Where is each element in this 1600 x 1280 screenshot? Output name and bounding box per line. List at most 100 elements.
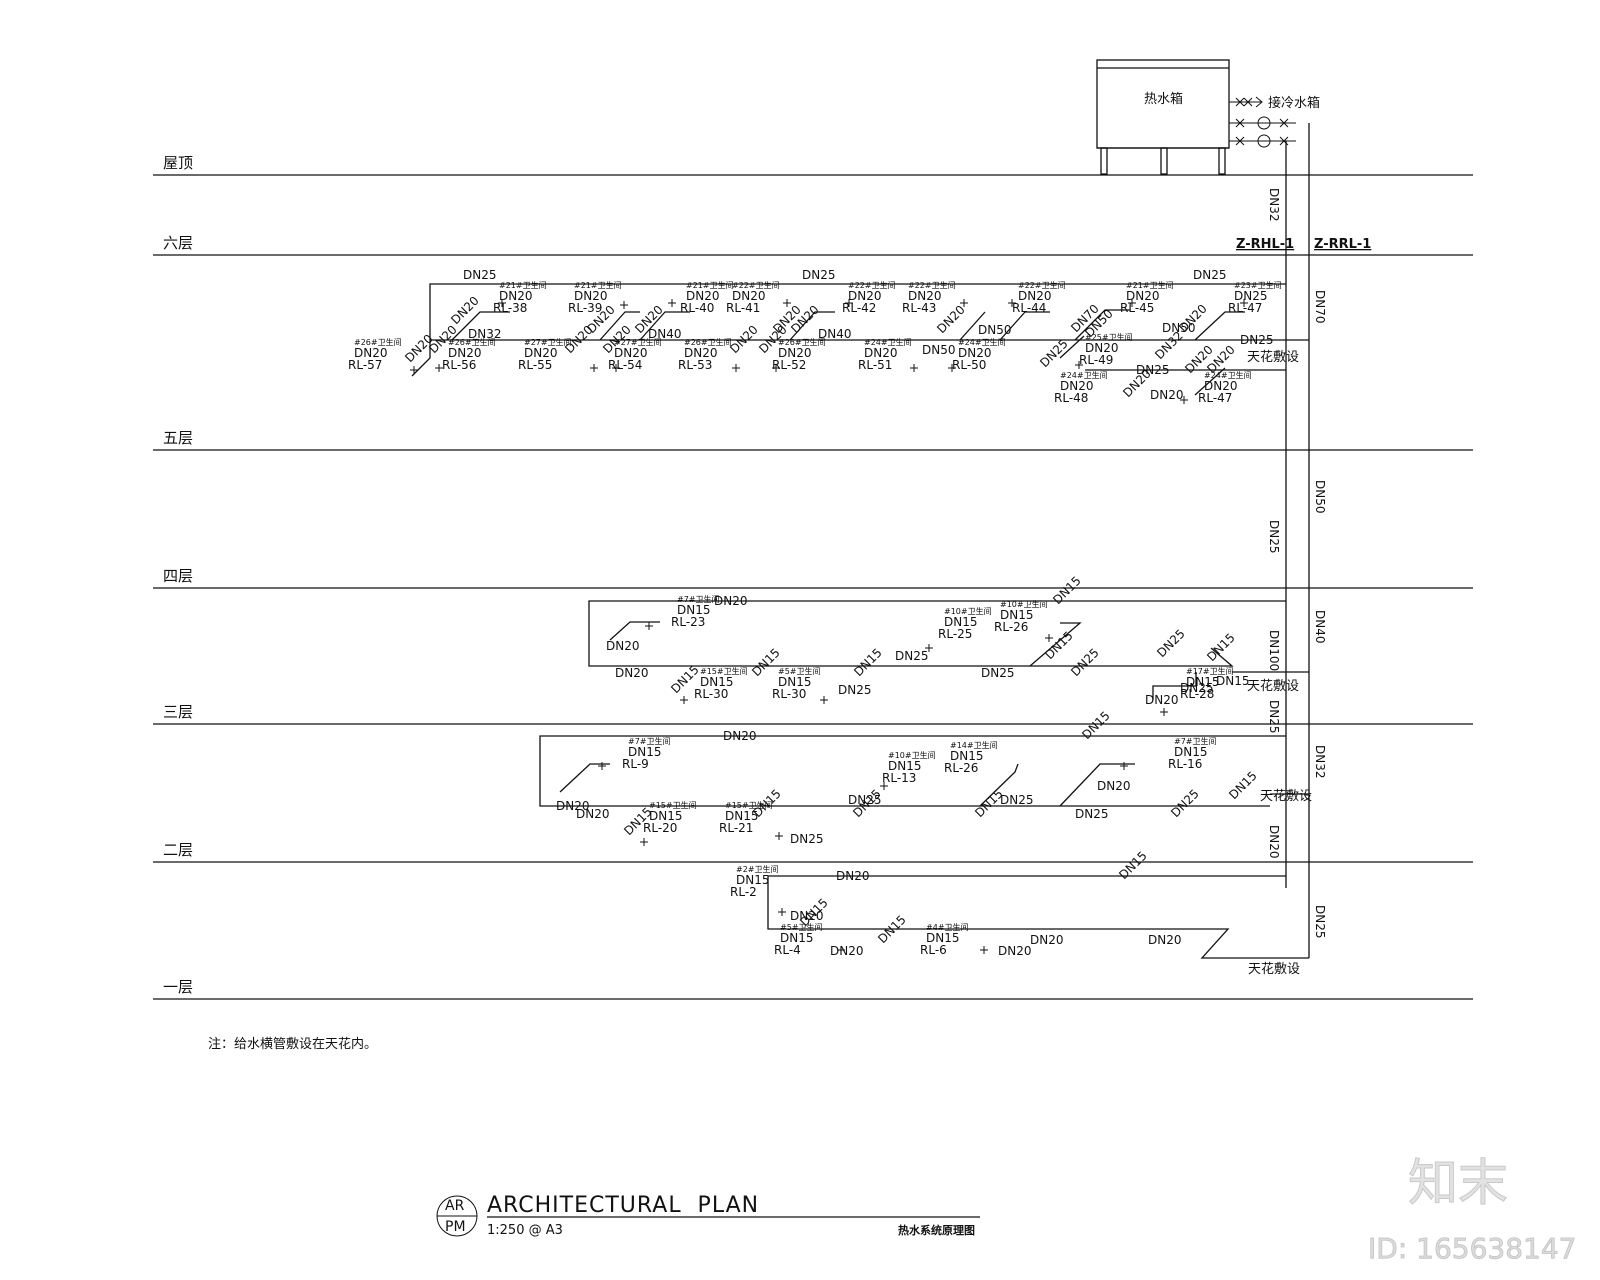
fixture-code: #15#卫生间 (649, 800, 697, 810)
valve-stub-icon (880, 782, 888, 790)
fixture-riser-id: RL-28 (1180, 687, 1214, 701)
fixture-code: #17#卫生间 (1186, 666, 1234, 676)
valve-stub-icon (980, 946, 988, 954)
fixture-size: DN20 (354, 346, 388, 360)
valve-stub-icon (772, 364, 780, 372)
fixture-riser-id: RL-23 (671, 615, 705, 629)
floor-label-roof: 屋顶 (163, 154, 193, 172)
fixture-size: DN15 (1000, 608, 1034, 622)
fixture-riser-id: RL-42 (842, 301, 876, 315)
ceiling-note: 天花敷设 (1260, 788, 1312, 804)
pipe-size-label: DN20 (576, 807, 610, 821)
floor-lines (153, 174, 1473, 1000)
pipe-size-label: DN20 (714, 594, 748, 608)
pipe-size-label: DN25 (1154, 627, 1188, 661)
valve-stub-icon (612, 364, 620, 372)
pipe-size-label: DN25 (1180, 681, 1214, 695)
pipe-size-label: DN20 (934, 303, 968, 337)
fixture-riser-id: RL-4 (774, 943, 801, 957)
pipe-size-label: DN20 (1030, 933, 1064, 947)
pipe-size-label: DN50 (1162, 321, 1196, 335)
pipe-size-label: DN25 (1240, 333, 1274, 347)
floor-label-4: 四层 (163, 567, 193, 585)
fixture-size: DN20 (448, 346, 482, 360)
valve-stub-icon (925, 644, 933, 652)
fixture-code: #22#卫生间 (732, 280, 780, 290)
fixture-riser-id: RL-38 (493, 301, 527, 315)
fixture-code: #7#卫生间 (677, 594, 720, 604)
fixture-code: #7#卫生间 (1174, 736, 1217, 746)
fixture-riser-id: RL-30 (694, 687, 728, 701)
fixture-code: #5#卫生间 (778, 666, 821, 676)
risers: Z-RHL-1 Z-RRL-1 (1236, 123, 1371, 958)
pipe-size-label: DN20 (1150, 388, 1184, 402)
fixture-code: #27#卫生间 (524, 337, 572, 347)
pipe-size-label: DN20 (448, 294, 482, 328)
pipe-size-label: DN70 (1313, 290, 1327, 324)
floor-label-1: 一层 (163, 978, 193, 996)
fixture-size: DN20 (1126, 289, 1160, 303)
valve-stub-icon (1045, 634, 1053, 642)
fixture-code: #22#卫生间 (908, 280, 956, 290)
pipe-size-label: DN40 (1313, 610, 1327, 644)
valve-stub-icon (680, 696, 688, 704)
fixture-riser-id: RL-2 (730, 885, 757, 899)
pipe-size-label: DN20 (556, 799, 590, 813)
fixture-riser-id: RL-47 (1228, 301, 1262, 315)
valve-stub-icon (498, 299, 506, 307)
fixture-code: #26#卫生间 (684, 337, 732, 347)
pipe-size-label: DN20 (615, 666, 649, 680)
valve-stub-icon (1008, 299, 1016, 307)
pipe-size-label: DN25 (1075, 807, 1109, 821)
plan-title: ARCHITECTURAL PLAN (487, 1193, 759, 1218)
pipe-size-label: DN32 (1313, 745, 1327, 779)
pipe-size-label: DN32 (1267, 188, 1281, 222)
fixture-size: DN20 (864, 346, 898, 360)
fixture-riser-id: RL-21 (719, 821, 753, 835)
fixture-code: #21#卫生间 (686, 280, 734, 290)
valve-stub-icon (783, 299, 791, 307)
pipe-size-label: DN25 (1136, 363, 1170, 377)
fixture-size: DN25 (1234, 289, 1268, 303)
fixture-riser-id: RL-40 (680, 301, 714, 315)
pipe-size-label: DN50 (1313, 480, 1327, 514)
fixture-size: DN15 (700, 675, 734, 689)
fixture-size: DN15 (1186, 675, 1220, 689)
pipe-size-label: DN25 (838, 683, 872, 697)
fixture-size: DN15 (888, 759, 922, 773)
valve-stub-icon (590, 364, 598, 372)
ceiling-note: 天花敷设 (1247, 678, 1299, 694)
fixture-size: DN20 (1085, 341, 1119, 355)
fixture-size: DN20 (908, 289, 942, 303)
ceiling-note: 天花敷设 (1247, 349, 1299, 365)
fixture-code: #21#卫生间 (499, 280, 547, 290)
fixture-size: DN15 (926, 931, 960, 945)
pipe-size-label: DN25 (848, 793, 882, 807)
pipe-size-label: DN25 (1267, 700, 1281, 734)
pipe-size-label: DN15 (1216, 674, 1250, 688)
pipe-size-label: DN20 (606, 639, 640, 653)
valve-stub-icon (640, 838, 648, 846)
pipe-size-label: DN25 (895, 649, 929, 663)
pipe-size-label: DN50 (922, 343, 956, 357)
fixture-riser-id: RL-26 (994, 620, 1028, 634)
ceiling-note: 天花敷设 (1248, 961, 1300, 977)
pipe-size-label: DN25 (1068, 646, 1102, 680)
riser-supply-label: Z-RHL-1 (1236, 237, 1294, 252)
